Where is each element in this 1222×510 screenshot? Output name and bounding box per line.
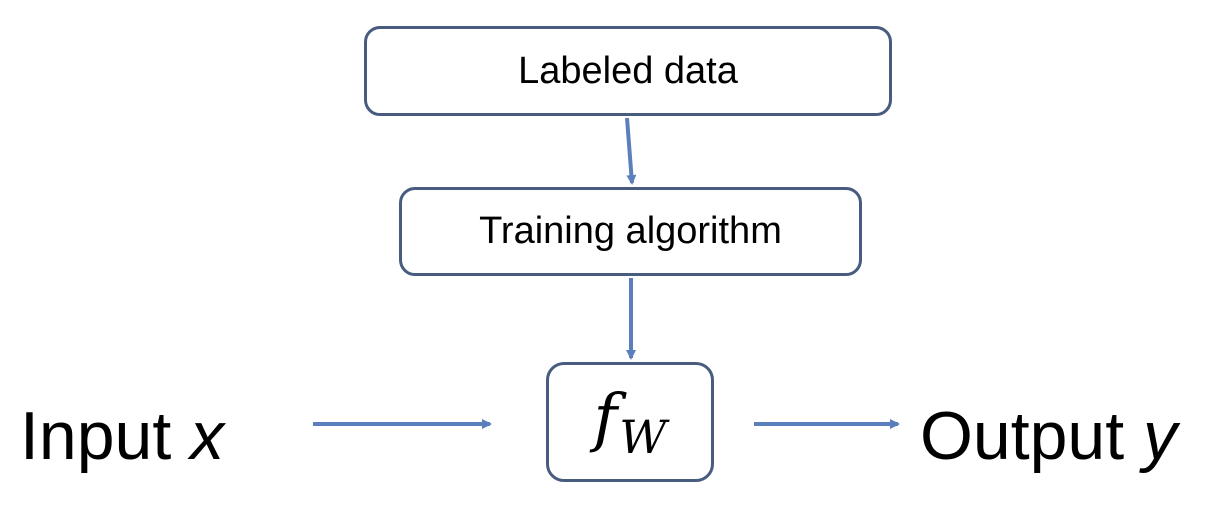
input-label: Input x (20, 402, 224, 470)
arrow-labeled-to-training (625, 117, 637, 185)
input-variable: x (190, 398, 225, 474)
labeled-data-node: Labeled data (364, 26, 892, 116)
labeled-data-label: Labeled data (518, 49, 738, 92)
output-label: Output y (920, 402, 1177, 470)
output-text: Output (920, 398, 1125, 474)
output-variable: y (1143, 398, 1178, 474)
model-function-name: f (593, 381, 618, 455)
model-function-subscript: W (619, 410, 667, 464)
training-algorithm-label: Training algorithm (479, 210, 782, 252)
training-algorithm-node: Training algorithm (399, 187, 862, 276)
model-function-node: fW (546, 362, 714, 482)
model-function-symbol: fW (594, 386, 667, 460)
input-text: Input (20, 398, 172, 474)
